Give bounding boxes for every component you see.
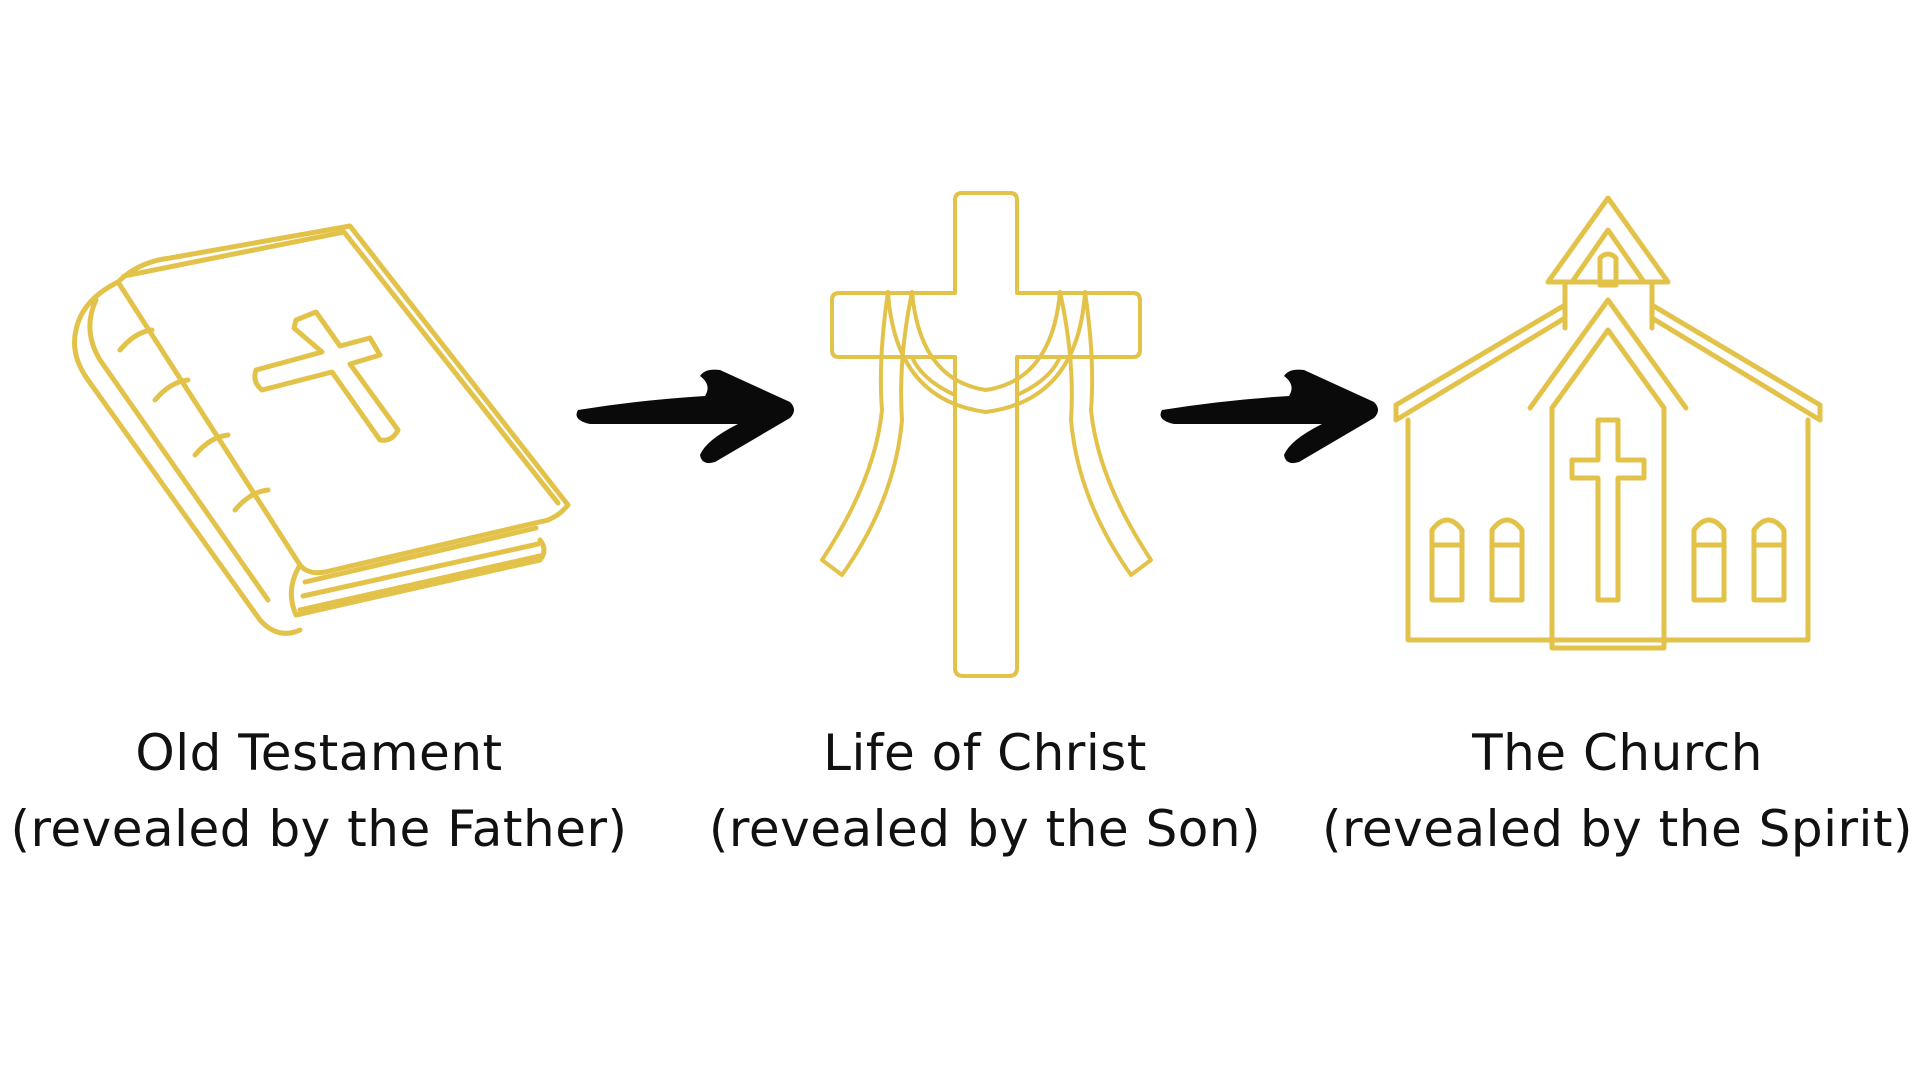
step-subtitle: (revealed by the Spirit) bbox=[1321, 800, 1914, 858]
step-title: Old Testament bbox=[135, 724, 503, 782]
church-icon bbox=[1393, 195, 1823, 651]
step-caption-the-church: The Church (revealed by the Spirit) bbox=[1315, 715, 1920, 867]
arrow-right-icon bbox=[576, 369, 794, 464]
step-subtitle: (revealed by the Son) bbox=[708, 800, 1262, 858]
draped-cross-icon bbox=[820, 191, 1153, 678]
step-caption-old-testament: Old Testament (revealed by the Father) bbox=[0, 715, 638, 867]
arrow-right-icon bbox=[1160, 369, 1378, 464]
step-caption-life-of-christ: Life of Christ (revealed by the Son) bbox=[700, 715, 1270, 867]
step-subtitle: (revealed by the Father) bbox=[10, 800, 628, 858]
step-title: Life of Christ bbox=[823, 724, 1147, 782]
bible-icon bbox=[72, 223, 571, 636]
step-title: The Church bbox=[1472, 724, 1763, 782]
